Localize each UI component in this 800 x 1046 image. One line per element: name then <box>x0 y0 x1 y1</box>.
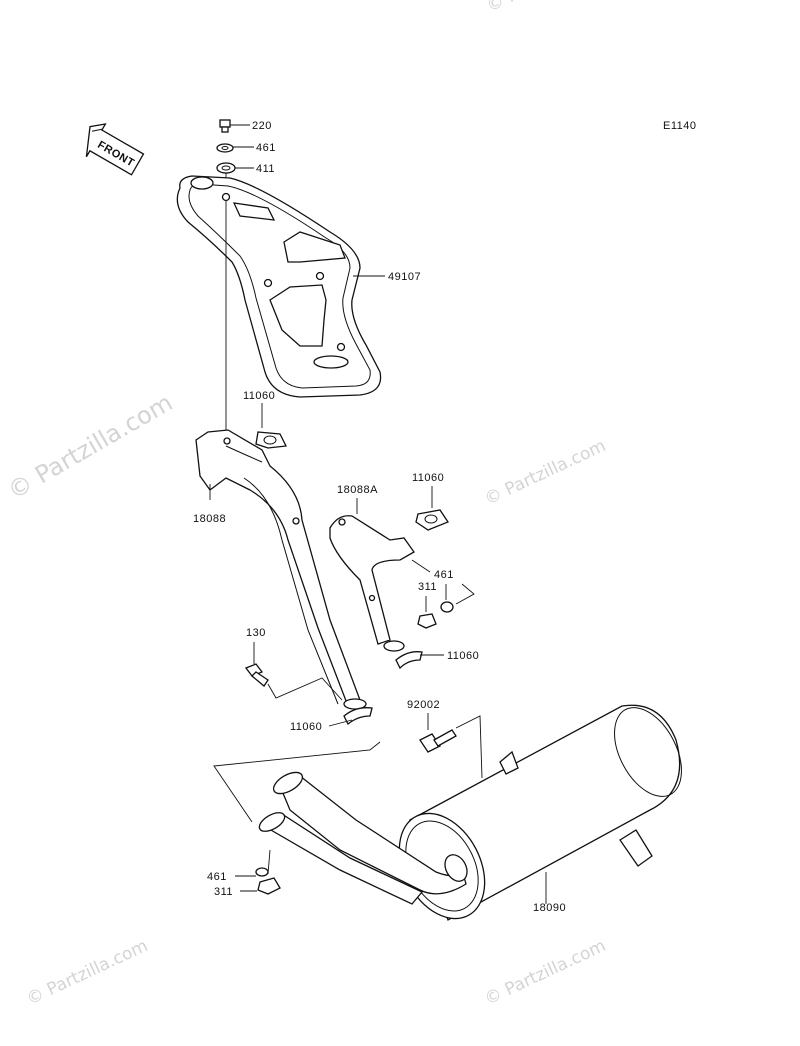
watermark-main: © Partzilla.com <box>3 388 177 505</box>
washer-461-icon <box>216 143 234 153</box>
callout-11060-c: 11060 <box>447 650 479 662</box>
bolt-220-icon <box>219 119 231 133</box>
callout-461-bottom: 461 <box>207 871 227 883</box>
heat-shield-49107 <box>176 175 382 398</box>
callout-311-bottom: 311 <box>214 886 233 898</box>
callout-461-mid: 461 <box>434 569 454 581</box>
watermark-bottom-left: © Partzilla.com <box>24 936 151 1010</box>
nut-311-mid-icon <box>417 613 437 629</box>
callout-411: 411 <box>256 163 275 175</box>
watermark-bottom-right: © Partzilla.com <box>482 936 609 1010</box>
callout-311-mid: 311 <box>418 581 437 593</box>
gasket-11060-b <box>415 509 449 531</box>
gasket-11060-c <box>395 651 423 670</box>
watermark-top: © Partzilla.com <box>484 0 611 17</box>
muffler-18090 <box>398 704 682 921</box>
callout-130: 130 <box>246 627 266 639</box>
front-arrow-icon: FRONT <box>85 123 145 176</box>
exhaust-pipe-18088A <box>329 515 415 652</box>
washer-411-icon <box>216 162 236 174</box>
callout-18088: 18088 <box>193 513 226 525</box>
callout-11060-a: 11060 <box>243 390 275 402</box>
gasket-11060-a <box>255 431 287 449</box>
nut-311-bottom-icon <box>257 877 281 895</box>
callout-92002: 92002 <box>407 699 440 711</box>
bolt-92002-icon <box>419 729 457 753</box>
callout-11060-d: 11060 <box>290 721 322 733</box>
callout-461-top: 461 <box>256 142 276 154</box>
watermark-right: © Partzilla.com <box>482 436 609 510</box>
callout-18090: 18090 <box>533 902 566 914</box>
exhaust-pipe-18088 <box>195 429 367 710</box>
callout-220: 220 <box>252 120 272 132</box>
washer-461-bottom-icon <box>255 867 269 877</box>
diagram-code: E1140 <box>663 120 697 132</box>
gasket-11060-d <box>343 707 373 726</box>
y-pipe <box>258 771 468 905</box>
washer-461-mid-icon <box>440 601 454 613</box>
callout-49107: 49107 <box>388 271 421 283</box>
bolt-130-icon <box>244 663 269 687</box>
callout-18088A: 18088A <box>337 484 378 496</box>
callout-11060-b: 11060 <box>412 472 444 484</box>
